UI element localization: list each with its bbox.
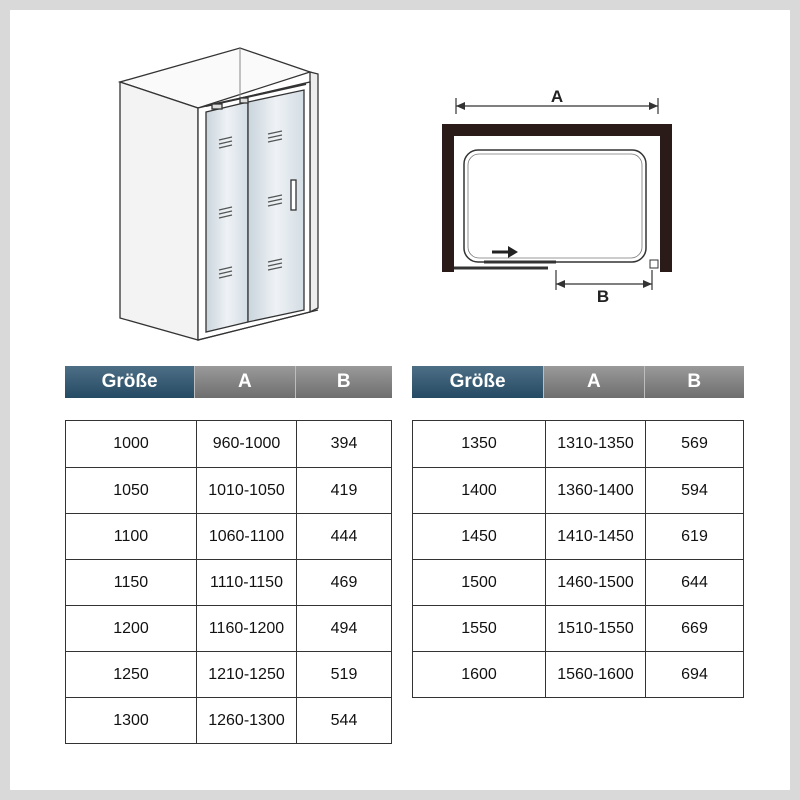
cell-groesse: 1450	[461, 527, 497, 545]
cell-b: 444	[296, 514, 391, 559]
cell-a: 1110-1150	[196, 560, 296, 605]
cell-groesse: 1250	[113, 665, 149, 683]
shower-enclosure-perspective	[117, 47, 319, 341]
arrow-right-icon	[492, 246, 518, 258]
cell-b: 544	[296, 698, 391, 743]
cell-a: 1510-1550	[545, 606, 645, 651]
sliding-glass-door	[247, 89, 305, 323]
cell-b: 394	[296, 421, 391, 467]
header-b: B	[294, 366, 392, 398]
cell-b: 569	[645, 421, 743, 467]
cell-a: 1410-1450	[545, 514, 645, 559]
cell-b: 669	[645, 606, 743, 651]
cell-a: 960-1000	[196, 421, 296, 467]
cell-a: 1210-1250	[196, 652, 296, 697]
table-header: Größe A B	[412, 366, 744, 398]
cell-groesse: 1550	[461, 619, 497, 637]
header-groesse: Größe	[65, 366, 195, 398]
shower-tray	[463, 149, 647, 263]
cell-groesse: 1600	[461, 665, 497, 683]
frosted-stripes	[218, 130, 283, 279]
cell-groesse: 1300	[113, 711, 149, 729]
cell-a: 1060-1100	[196, 514, 296, 559]
header-groesse: Größe	[412, 366, 544, 398]
dimension-b-label: B	[597, 287, 609, 306]
cell-b: 469	[296, 560, 391, 605]
top-view-plan: A B	[442, 87, 672, 306]
cell-b: 594	[645, 468, 743, 513]
cell-groesse: 1350	[461, 435, 497, 452]
cell-a: 1160-1200	[196, 606, 296, 651]
cell-groesse: 1500	[461, 573, 497, 591]
enclosure-left-wall	[119, 81, 199, 341]
fixed-glass-panel	[205, 101, 249, 333]
cell-groesse: 1200	[113, 619, 149, 637]
cell-b: 619	[645, 514, 743, 559]
cell-groesse: 1150	[113, 573, 149, 591]
cell-groesse: 1400	[461, 481, 497, 499]
cell-b: 419	[296, 468, 391, 513]
dimension-a-label: A	[551, 87, 563, 106]
cell-b: 519	[296, 652, 391, 697]
cell-a: 1460-1500	[545, 560, 645, 605]
cell-groesse: 1000	[113, 435, 149, 452]
cell-b: 494	[296, 606, 391, 651]
cell-a: 1010-1050	[196, 468, 296, 513]
header-a: A	[543, 366, 644, 398]
cell-groesse: 1100	[113, 527, 149, 545]
cell-a: 1310-1350	[545, 421, 645, 467]
header-b: B	[643, 366, 744, 398]
cell-a: 1560-1600	[545, 652, 645, 697]
cell-a: 1260-1300	[196, 698, 296, 743]
top-rail	[205, 83, 307, 107]
table-header: Größe A B	[65, 366, 392, 398]
cell-groesse: 1050	[113, 481, 149, 499]
door-handle	[290, 179, 297, 211]
header-a: A	[194, 366, 295, 398]
cell-b: 694	[645, 652, 743, 697]
cell-a: 1360-1400	[545, 468, 645, 513]
enclosure-right-wall	[309, 71, 319, 314]
cell-b: 644	[645, 560, 743, 605]
